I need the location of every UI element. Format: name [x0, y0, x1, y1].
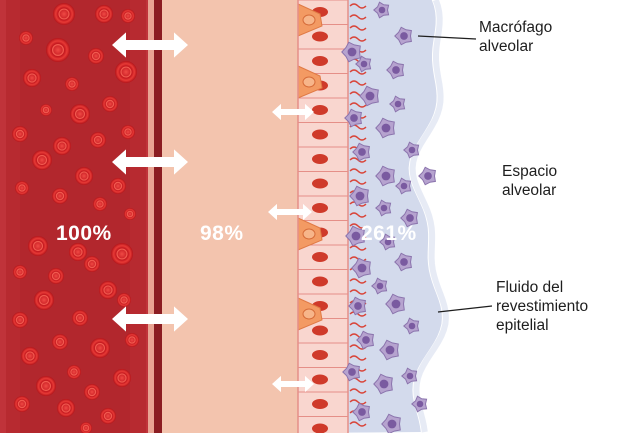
airspace-percentage: 261% — [361, 222, 417, 245]
lining-fluid-label: Fluido del revestimiento epitelial — [496, 278, 588, 335]
macrophage-label-line-2: alveolar — [479, 38, 534, 55]
exchange-arrows — [112, 32, 314, 393]
vessel-percentage: 100% — [56, 222, 112, 245]
lining-fluid-label-line-1: Fluido del — [496, 279, 564, 296]
alveolar-space-label: Espacio alveolar — [502, 162, 557, 200]
macrophage-label: Macrófago alveolar — [479, 18, 552, 56]
alveolar-space-label-line-2: alveolar — [502, 182, 557, 199]
lining-fluid-label-line-3: epitelial — [496, 317, 549, 334]
leader-lines — [417, 35, 493, 313]
macrophage-label-line-1: Macrófago — [479, 19, 553, 36]
blood-vessel — [0, 0, 162, 433]
red-blood-cells — [12, 3, 139, 433]
lining-fluid-label-line-2: revestimiento — [496, 298, 589, 315]
interstitium-percentage: 98% — [200, 222, 244, 245]
macrophages — [341, 1, 436, 433]
alveolar-space-label-line-1: Espacio — [502, 163, 558, 180]
